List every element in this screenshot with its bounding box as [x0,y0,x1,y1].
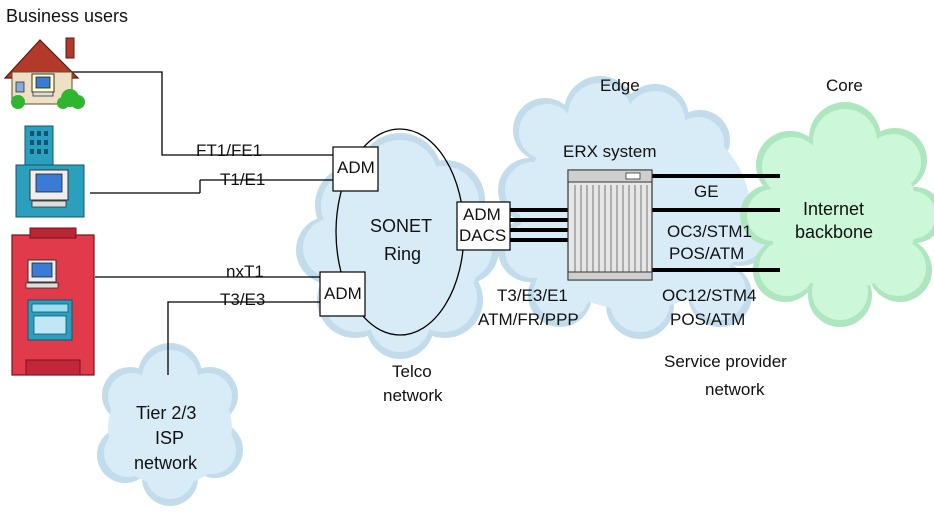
erx-chassis-icon [567,169,653,281]
internet-label: Internet [803,199,865,219]
t3-e3-e1-label: T3/E3/E1 [497,286,568,305]
oc12-stm4-label: OC12/STM4 [662,286,757,305]
atm-fr-ppp-label: ATM/FR/PPP [478,310,579,329]
pos-atm-label-2: POS/ATM [670,310,746,329]
backbone-label: backbone [795,222,874,242]
internet-cloud [740,102,934,327]
ge-label: GE [694,182,719,201]
edge-label: Edge [600,76,640,95]
service-provider-label: Service provider [664,352,787,371]
core-label: Core [826,76,863,95]
office-building-icon [15,125,85,218]
t1-e1-label: T1/E1 [220,170,266,189]
oc3-stm1-label: OC3/STM1 [667,222,753,241]
tier-label: Tier 2/3 [136,403,197,423]
ring-label: Ring [384,244,422,264]
telco-label: Telco [392,362,432,381]
adm-dacs-box [456,201,511,251]
adm-box-bottom [319,271,366,317]
adm-dacs-label-dacs: DACS [459,226,507,245]
sonet-label: SONET [370,216,433,236]
isp-label: ISP [155,428,185,448]
isp-network-label: network [134,453,198,473]
t3-e3-label: T3/E3 [220,290,266,309]
adm-top-label: ADM [337,158,375,177]
red-building-icon [11,227,95,376]
house-icon [3,37,85,109]
isp-cloud [97,343,243,506]
access-links [70,71,333,375]
adm-dacs-label-adm: ADM [463,205,501,224]
business-users-label: Business users [6,6,129,26]
adm-bottom-label: ADM [324,284,362,303]
telco-network-label: network [383,386,443,405]
telco-cloud [296,133,499,359]
adm-box-top [332,146,379,192]
service-provider-network-label: network [705,380,765,399]
pos-atm-label-1: POS/ATM [669,244,745,263]
erx-trunks [510,174,780,272]
ft1-fe1-label: FT1/FE1 [196,141,263,160]
nxt1-label: nxT1 [226,262,264,281]
erx-system-label: ERX system [563,142,657,161]
